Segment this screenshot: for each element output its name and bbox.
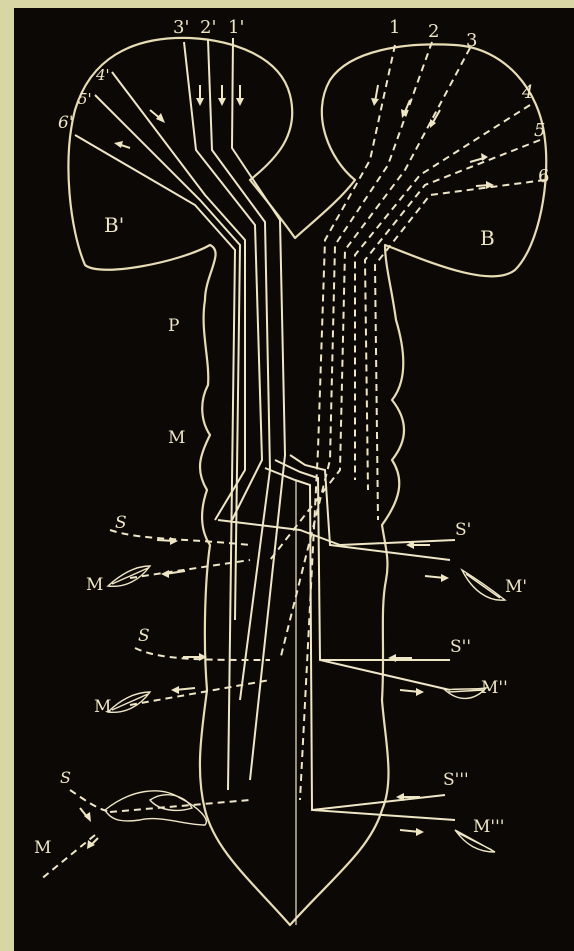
label-fiber-6prime: 6'	[58, 113, 74, 133]
label-fiber-2prime: 2'	[200, 17, 216, 38]
label-sense-left-1: S	[115, 513, 127, 533]
label-fiber-4: 4	[521, 82, 533, 103]
label-muscle-right-2: M''	[481, 678, 508, 698]
label-muscle-right-1: M'	[505, 577, 527, 597]
label-hemisphere-right: B	[480, 226, 495, 250]
label-fiber-5prime: 5'	[78, 90, 92, 108]
label-sense-right-2: S''	[450, 637, 471, 657]
label-fiber-1: 1	[389, 17, 400, 38]
label-pons: P	[168, 316, 179, 336]
label-muscle-left-3: M	[34, 838, 51, 858]
label-fiber-5: 5	[534, 120, 545, 141]
label-hemisphere-left: B'	[104, 213, 124, 237]
label-fiber-1prime: 1'	[228, 17, 244, 38]
label-sense-right-1: S'	[455, 520, 471, 540]
label-fiber-2: 2	[428, 21, 439, 42]
label-sense-left-2: S	[138, 626, 150, 646]
label-fiber-4prime: 4'	[95, 66, 110, 84]
label-fiber-3prime: 3'	[173, 17, 189, 38]
label-muscle-right-3: M'''	[473, 817, 504, 837]
label-muscle-left-1: M	[86, 575, 103, 595]
label-muscle-left-2: M	[94, 697, 111, 717]
label-medulla: M	[168, 428, 185, 448]
label-fiber-6: 6	[538, 166, 549, 187]
label-sense-left-3: S	[60, 768, 71, 787]
label-sense-right-3: S'''	[443, 770, 469, 790]
label-fiber-3: 3	[466, 30, 477, 51]
